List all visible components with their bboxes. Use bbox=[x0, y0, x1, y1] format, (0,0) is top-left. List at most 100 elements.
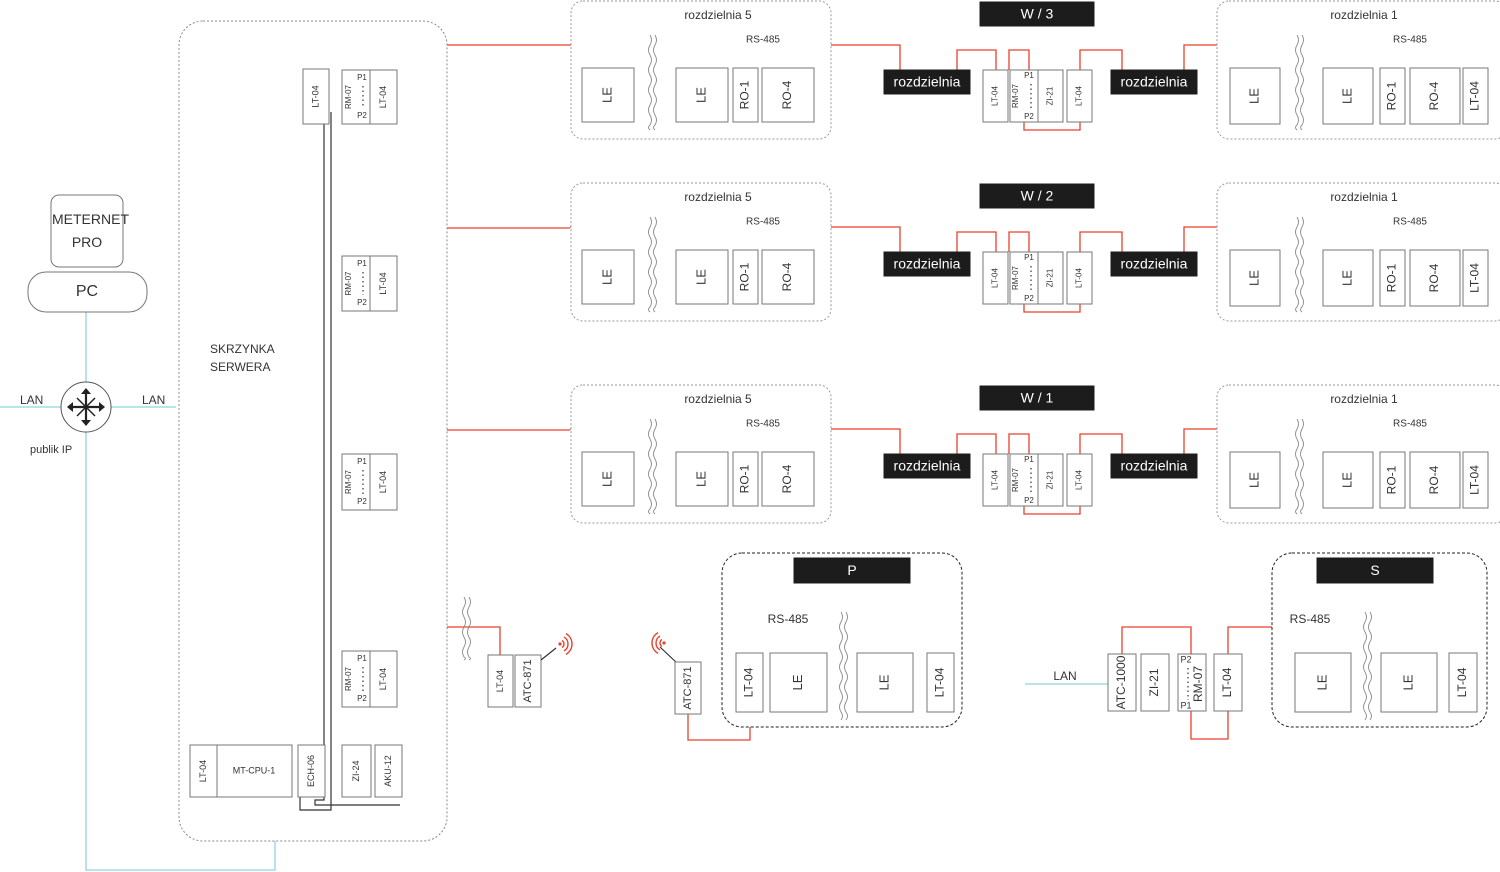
floor-3-label-text: W / 3 bbox=[1021, 6, 1054, 22]
floor-1-central-p2: P2 bbox=[1024, 496, 1034, 505]
floor-1-ro4-label: RO-4 bbox=[780, 464, 794, 493]
router-diag bbox=[76, 397, 87, 408]
floor-2-central-lt04 bbox=[982, 251, 1009, 305]
floor-1-group5-title: rozdzielnia 5 bbox=[684, 392, 752, 406]
floor-2-central-rm07 bbox=[1009, 251, 1039, 305]
router-diag bbox=[76, 406, 87, 417]
group-s-le-label: LE bbox=[1314, 674, 1329, 690]
router-icon bbox=[67, 388, 105, 426]
group-s-break bbox=[1363, 611, 1372, 721]
floor-2-label bbox=[979, 183, 1095, 209]
group-p-lt04 bbox=[735, 652, 764, 713]
floor-3-central-rm07-label: RM-07 bbox=[1011, 83, 1020, 108]
floor-3-ro1 bbox=[732, 67, 759, 123]
antenna bbox=[540, 647, 557, 661]
server-lt04 bbox=[369, 69, 398, 125]
floor-2-group1-title: rozdzielnia 1 bbox=[1330, 190, 1398, 204]
server-box-title-line2: SERWERA bbox=[210, 360, 271, 374]
floor-1-rozdzielnia-right bbox=[1110, 453, 1198, 479]
power-bus bbox=[299, 112, 332, 811]
server-top-lt04 bbox=[302, 68, 330, 125]
floor-1-central-zi21-label: ZI-21 bbox=[1046, 470, 1055, 489]
meternet-pro-box bbox=[50, 194, 124, 268]
ech06 bbox=[297, 744, 326, 798]
aku12 bbox=[374, 744, 403, 798]
floor-3-le-label: LE bbox=[1246, 88, 1261, 104]
floor-3-break bbox=[1295, 34, 1304, 131]
meternet-label-line2: PRO bbox=[71, 234, 103, 250]
floor-3-rs485-right: RS-485 bbox=[1393, 35, 1427, 46]
floor-3-central-rm07 bbox=[1009, 69, 1039, 123]
floor-1-break bbox=[1295, 418, 1304, 515]
floor-3-central-p1: P1 bbox=[1024, 71, 1034, 80]
p1-label: P1 bbox=[357, 73, 367, 82]
floor-3-central-zi21-label: ZI-21 bbox=[1046, 86, 1055, 105]
meternet-label-line1: METERNET bbox=[52, 211, 129, 227]
floor-3-group1-title: rozdzielnia 1 bbox=[1330, 8, 1398, 22]
floor-3-le bbox=[675, 67, 729, 123]
wifi-arc bbox=[565, 633, 573, 655]
floor-3-central-wire bbox=[1079, 49, 1123, 70]
floor-3-central-wire bbox=[1008, 49, 1030, 70]
mt-cpu-box bbox=[216, 744, 293, 798]
group-p-label-text: P bbox=[847, 562, 856, 578]
floor-2-rozdzielnia-right bbox=[1110, 251, 1198, 277]
server-box-title-line1: SKRZYNKA bbox=[210, 342, 275, 356]
router-arrowhead bbox=[81, 388, 91, 394]
group-s-lan: LAN bbox=[1053, 669, 1076, 683]
p1-label: P1 bbox=[357, 654, 367, 663]
pc-box bbox=[27, 271, 148, 313]
floor-1-le-label: LE bbox=[1246, 472, 1261, 488]
floor-1-ro4-label: RO-4 bbox=[1427, 465, 1441, 494]
lan-left-label: LAN bbox=[20, 393, 44, 407]
wifi-signal-icon bbox=[558, 633, 573, 655]
group-s-lt04-label: LT-04 bbox=[1455, 667, 1469, 697]
group-p-le bbox=[769, 652, 828, 713]
floor-3-central-lt04 bbox=[982, 69, 1009, 123]
floor-2-ro1-label: RO-1 bbox=[738, 262, 752, 291]
group-s-lt04 bbox=[1448, 652, 1478, 713]
group-s-le-label: LE bbox=[1400, 674, 1415, 690]
floor-2-ro1 bbox=[732, 249, 759, 305]
floor-2-rs485-right: RS-485 bbox=[1393, 217, 1427, 228]
group-s-p1: P1 bbox=[1180, 700, 1191, 710]
wifi-dot bbox=[662, 641, 666, 645]
floor-2-break bbox=[648, 216, 657, 313]
group-p-break bbox=[839, 611, 848, 721]
rm07-box bbox=[341, 255, 371, 312]
remote-atc871-label: ATC-871 bbox=[682, 666, 694, 709]
floor-1-central-wire bbox=[1023, 506, 1081, 515]
group-p-label bbox=[793, 557, 911, 584]
zi24-label: ZI-24 bbox=[351, 760, 361, 781]
zi24 bbox=[341, 744, 372, 798]
floor-2-ro1-label: RO-1 bbox=[1385, 263, 1399, 292]
floor-1-break bbox=[648, 418, 657, 515]
floor-2-central-wire bbox=[1008, 231, 1030, 252]
floor-2-le-label: LE bbox=[599, 269, 614, 285]
wireless-atc871-label: ATC-871 bbox=[522, 659, 534, 702]
floor-3-ro4-label: RO-4 bbox=[1427, 81, 1441, 110]
wifi-arc bbox=[561, 639, 565, 649]
group-s-rm07-label: RM-07 bbox=[1191, 666, 1205, 702]
floor-1-central-wire bbox=[1008, 433, 1030, 454]
floor-3-rozdzielnia-right bbox=[1110, 69, 1198, 95]
group-s-label bbox=[1316, 557, 1434, 584]
floor-1-le bbox=[675, 451, 729, 507]
router-diag bbox=[85, 406, 96, 417]
floor-3-le bbox=[1229, 67, 1281, 125]
floor-2-ro4 bbox=[761, 249, 815, 305]
floor-2-ro4 bbox=[1409, 249, 1461, 307]
floor-1-central-rm07-label: RM-07 bbox=[1011, 467, 1020, 492]
floor-2-central-wire bbox=[1079, 231, 1123, 252]
cpu-lt04-label: LT-04 bbox=[198, 760, 208, 782]
floor-1-lt04-label: LT-04 bbox=[1468, 465, 1482, 495]
server-box bbox=[178, 20, 448, 842]
floor-1-ro1-label: RO-1 bbox=[1385, 465, 1399, 494]
floor-1-ro1 bbox=[732, 451, 759, 507]
public-ip-label: publik IP bbox=[30, 444, 73, 456]
p2-label: P2 bbox=[357, 298, 367, 307]
wifi-dot bbox=[558, 642, 562, 646]
pc-label: PC bbox=[75, 283, 99, 300]
floor-1-central-lt04 bbox=[1066, 453, 1093, 507]
